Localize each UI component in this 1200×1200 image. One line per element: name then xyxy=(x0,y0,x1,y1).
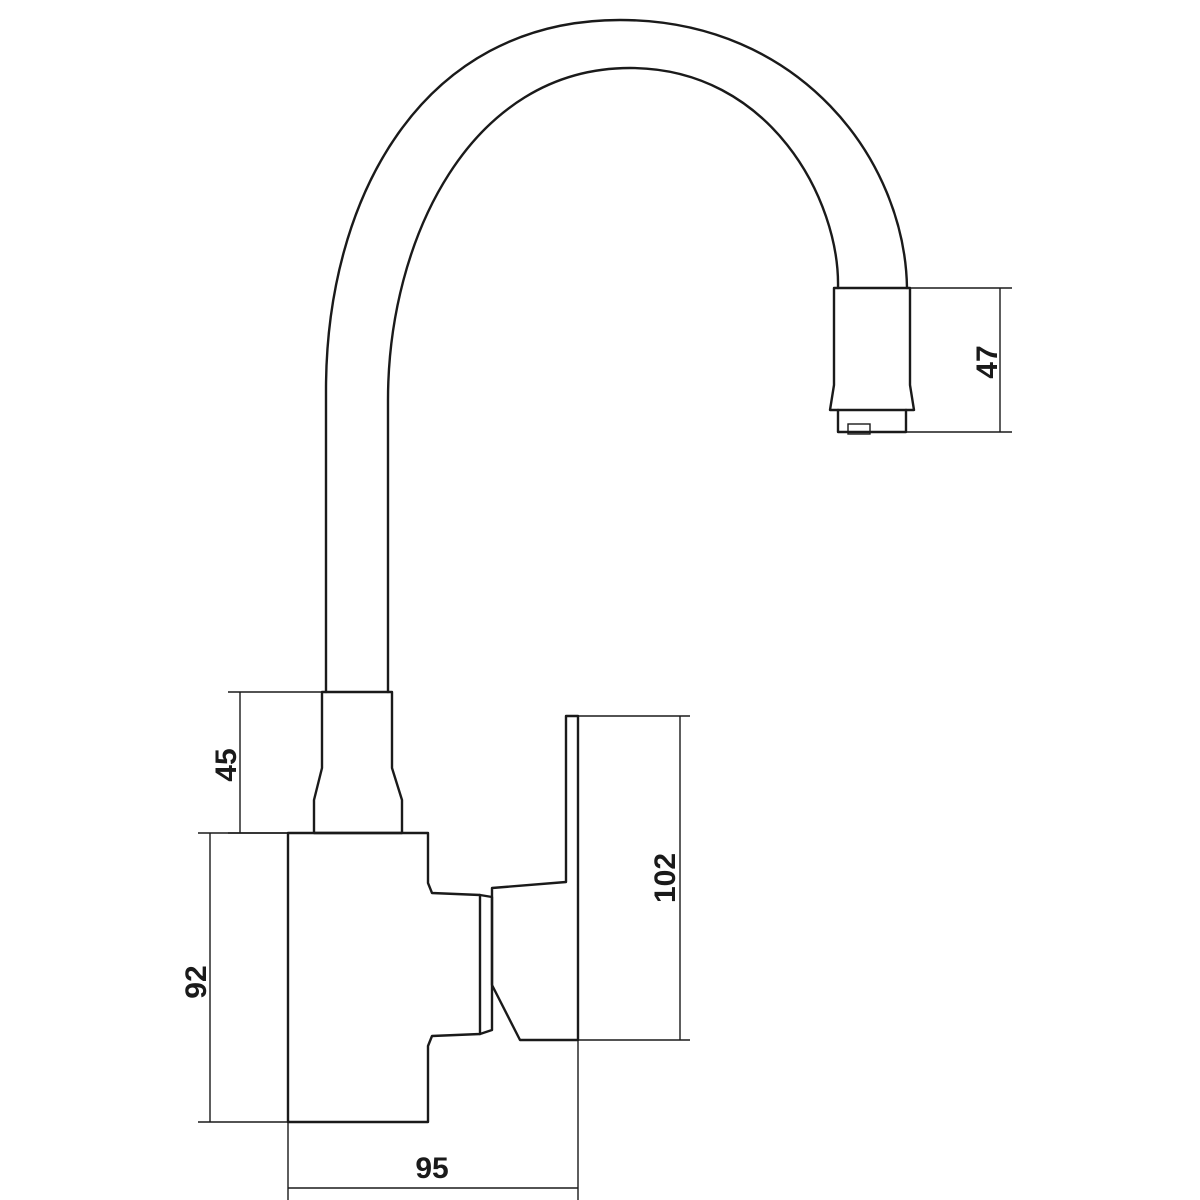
aerator-outlet xyxy=(847,423,871,435)
aerator-body xyxy=(828,286,916,412)
mixer-body xyxy=(286,831,482,1124)
dimension-body-height: 92 xyxy=(180,832,288,1123)
handle-neck xyxy=(478,893,494,1036)
dimension-label-collar: 45 xyxy=(210,748,243,781)
dimension-label-body-width: 95 xyxy=(415,1152,448,1185)
dimension-label-body-height: 92 xyxy=(180,965,213,998)
dimension-collar: 45 xyxy=(210,691,322,834)
dimension-body-width: 95 xyxy=(287,1040,579,1200)
spout-inner-edge xyxy=(386,66,840,694)
lever-handle xyxy=(478,714,580,1042)
spout xyxy=(324,18,909,694)
collar-outline xyxy=(312,690,404,835)
aerator xyxy=(828,286,916,435)
dimension-aerator: 47 xyxy=(906,287,1012,433)
dimension-handle: 102 xyxy=(578,715,690,1041)
aerator-tip xyxy=(836,408,908,434)
dimension-label-aerator: 47 xyxy=(971,345,1004,378)
spout-collar xyxy=(312,690,404,835)
body-outline xyxy=(286,831,482,1124)
spout-outer-edge xyxy=(324,18,909,694)
handle-plate xyxy=(490,714,580,1042)
dimension-label-handle: 102 xyxy=(649,853,682,903)
